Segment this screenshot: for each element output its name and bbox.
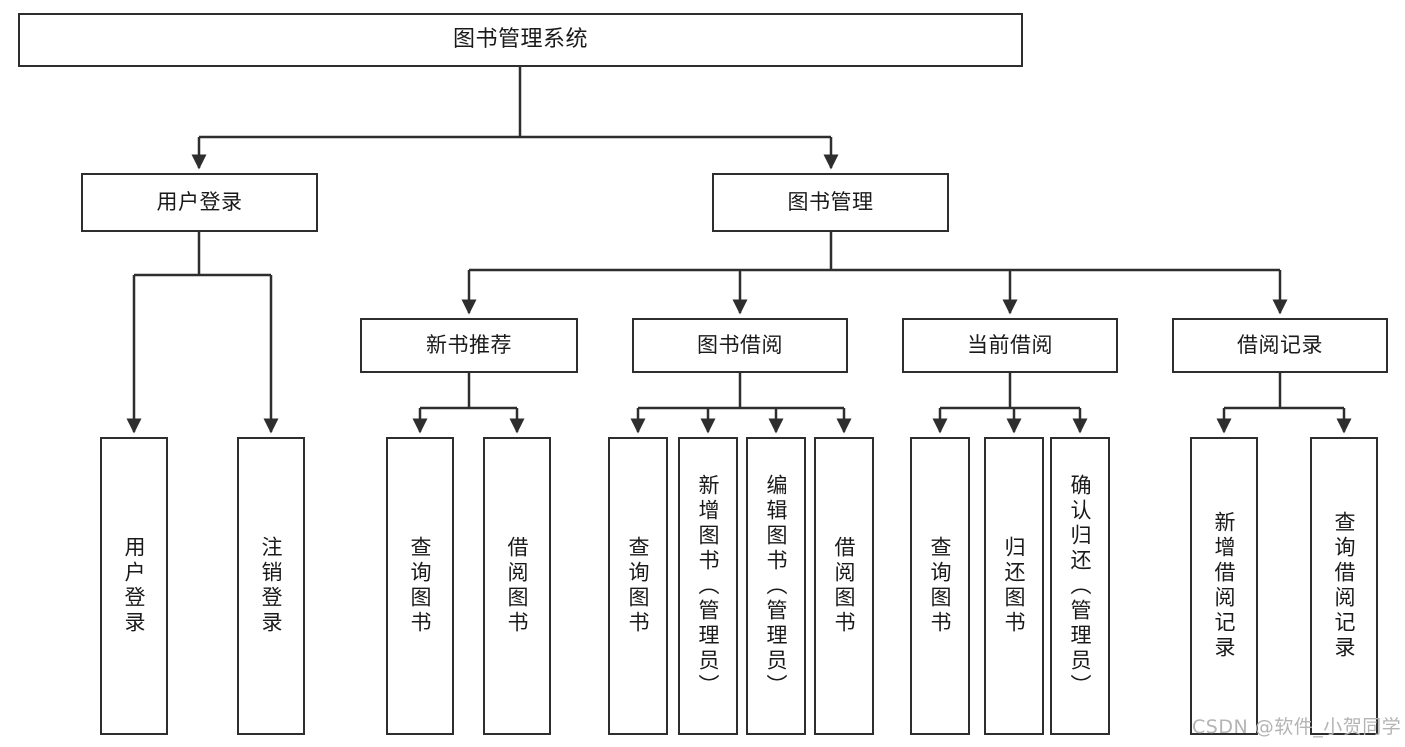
leaf-label: 确认归还（管理员） xyxy=(1068,473,1092,699)
csdn-watermark: CSDN @软件_小贺同学 xyxy=(1192,716,1402,738)
node-leaf-edit-book[interactable]: 编辑图书（管理员） xyxy=(746,437,806,735)
node-leaf-add-record[interactable]: 新增借阅记录 xyxy=(1190,437,1258,735)
node-new-book-recommend[interactable]: 新书推荐 xyxy=(360,318,578,373)
leaf-label: 用户登录 xyxy=(122,536,146,636)
node-leaf-user-login[interactable]: 用户登录 xyxy=(100,437,168,735)
leaf-label: 借阅图书 xyxy=(832,536,856,636)
leaf-label: 新增借阅记录 xyxy=(1212,511,1236,661)
leaf-label: 查询图书 xyxy=(626,536,650,636)
node-leaf-query-book-3[interactable]: 查询图书 xyxy=(910,437,970,735)
leaf-label: 新增图书（管理员） xyxy=(696,473,720,699)
node-leaf-borrow-book-2[interactable]: 借阅图书 xyxy=(814,437,874,735)
node-current-borrow[interactable]: 当前借阅 xyxy=(902,318,1118,373)
node-leaf-confirm-return[interactable]: 确认归还（管理员） xyxy=(1050,437,1110,735)
leaf-label: 借阅图书 xyxy=(505,536,529,636)
node-root-system[interactable]: 图书管理系统 xyxy=(18,13,1023,67)
node-leaf-query-book-2[interactable]: 查询图书 xyxy=(608,437,668,735)
node-borrow-record[interactable]: 借阅记录 xyxy=(1172,318,1388,373)
node-leaf-borrow-book-1[interactable]: 借阅图书 xyxy=(483,437,551,735)
leaf-label: 查询借阅记录 xyxy=(1332,511,1356,661)
leaf-label: 归还图书 xyxy=(1002,536,1026,636)
leaf-label: 查询图书 xyxy=(408,536,432,636)
node-book-management[interactable]: 图书管理 xyxy=(712,173,949,232)
leaf-label: 编辑图书（管理员） xyxy=(764,473,788,699)
node-book-borrow[interactable]: 图书借阅 xyxy=(632,318,848,373)
node-user-login[interactable]: 用户登录 xyxy=(81,173,318,232)
node-leaf-query-book-1[interactable]: 查询图书 xyxy=(386,437,454,735)
node-leaf-return-book[interactable]: 归还图书 xyxy=(984,437,1044,735)
node-leaf-query-record[interactable]: 查询借阅记录 xyxy=(1310,437,1378,735)
node-leaf-add-book[interactable]: 新增图书（管理员） xyxy=(678,437,738,735)
leaf-label: 查询图书 xyxy=(928,536,952,636)
node-leaf-logout[interactable]: 注销登录 xyxy=(237,437,305,735)
leaf-label: 注销登录 xyxy=(259,536,283,636)
